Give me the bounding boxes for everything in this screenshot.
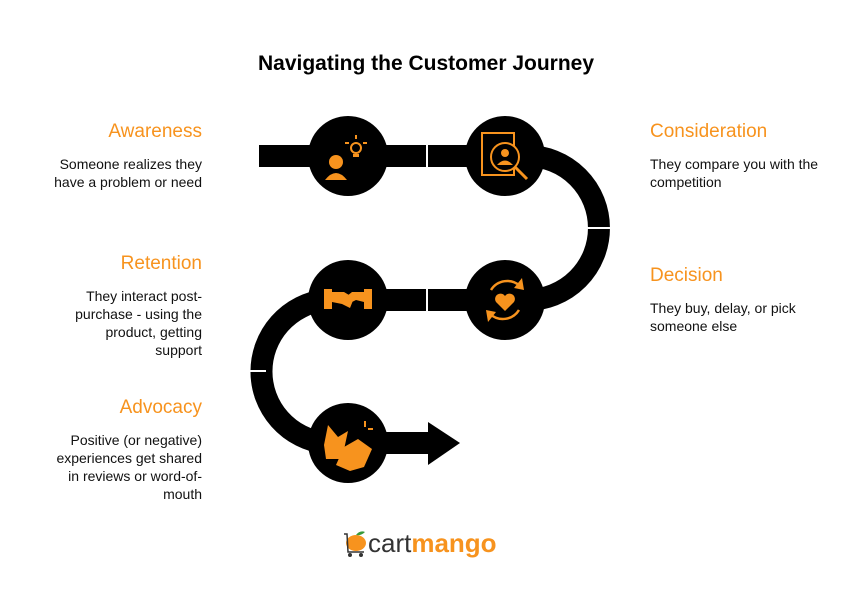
stage-advocacy: Advocacy Positive (or negative) experien… [12, 397, 202, 503]
stage-node-awareness [308, 116, 388, 196]
logo-text-cart: cart [368, 528, 412, 558]
stage-title: Decision [650, 265, 723, 286]
stage-title: Consideration [650, 121, 768, 142]
logo-text-mango: mango [411, 528, 497, 558]
stage-awareness: Awareness Someone realizes they have a p… [12, 121, 202, 191]
stage-title: Retention [120, 253, 202, 274]
stage-node-advocacy [308, 403, 388, 483]
page-title: Navigating the Customer Journey [257, 52, 595, 75]
stage-consideration: Consideration They compare you with the … [650, 121, 840, 191]
profile-search-icon [481, 132, 529, 181]
person-lightbulb-icon [325, 135, 367, 180]
stage-title: Advocacy [119, 397, 202, 418]
stage-description: They buy, delay, or pick someone else [650, 300, 796, 334]
stage-title: Awareness [108, 121, 202, 142]
stage-decision: Decision They buy, delay, or pick someon… [650, 265, 840, 335]
stage-description: Positive (or negative) experiences get s… [56, 432, 202, 502]
stage-description: They compare you with the competition [650, 156, 819, 190]
arrow-head-icon [428, 422, 460, 465]
stage-retention: Retention They interact post-purchase - … [12, 253, 202, 359]
stage-description: Someone realizes they have a problem or … [54, 156, 202, 190]
mango-cart-icon [344, 530, 366, 557]
handshake-icon [324, 289, 372, 309]
clapping-hands-icon [324, 421, 373, 471]
heart-cycle-icon [486, 278, 524, 322]
stage-description: They interact post-purchase - using the … [75, 288, 202, 358]
